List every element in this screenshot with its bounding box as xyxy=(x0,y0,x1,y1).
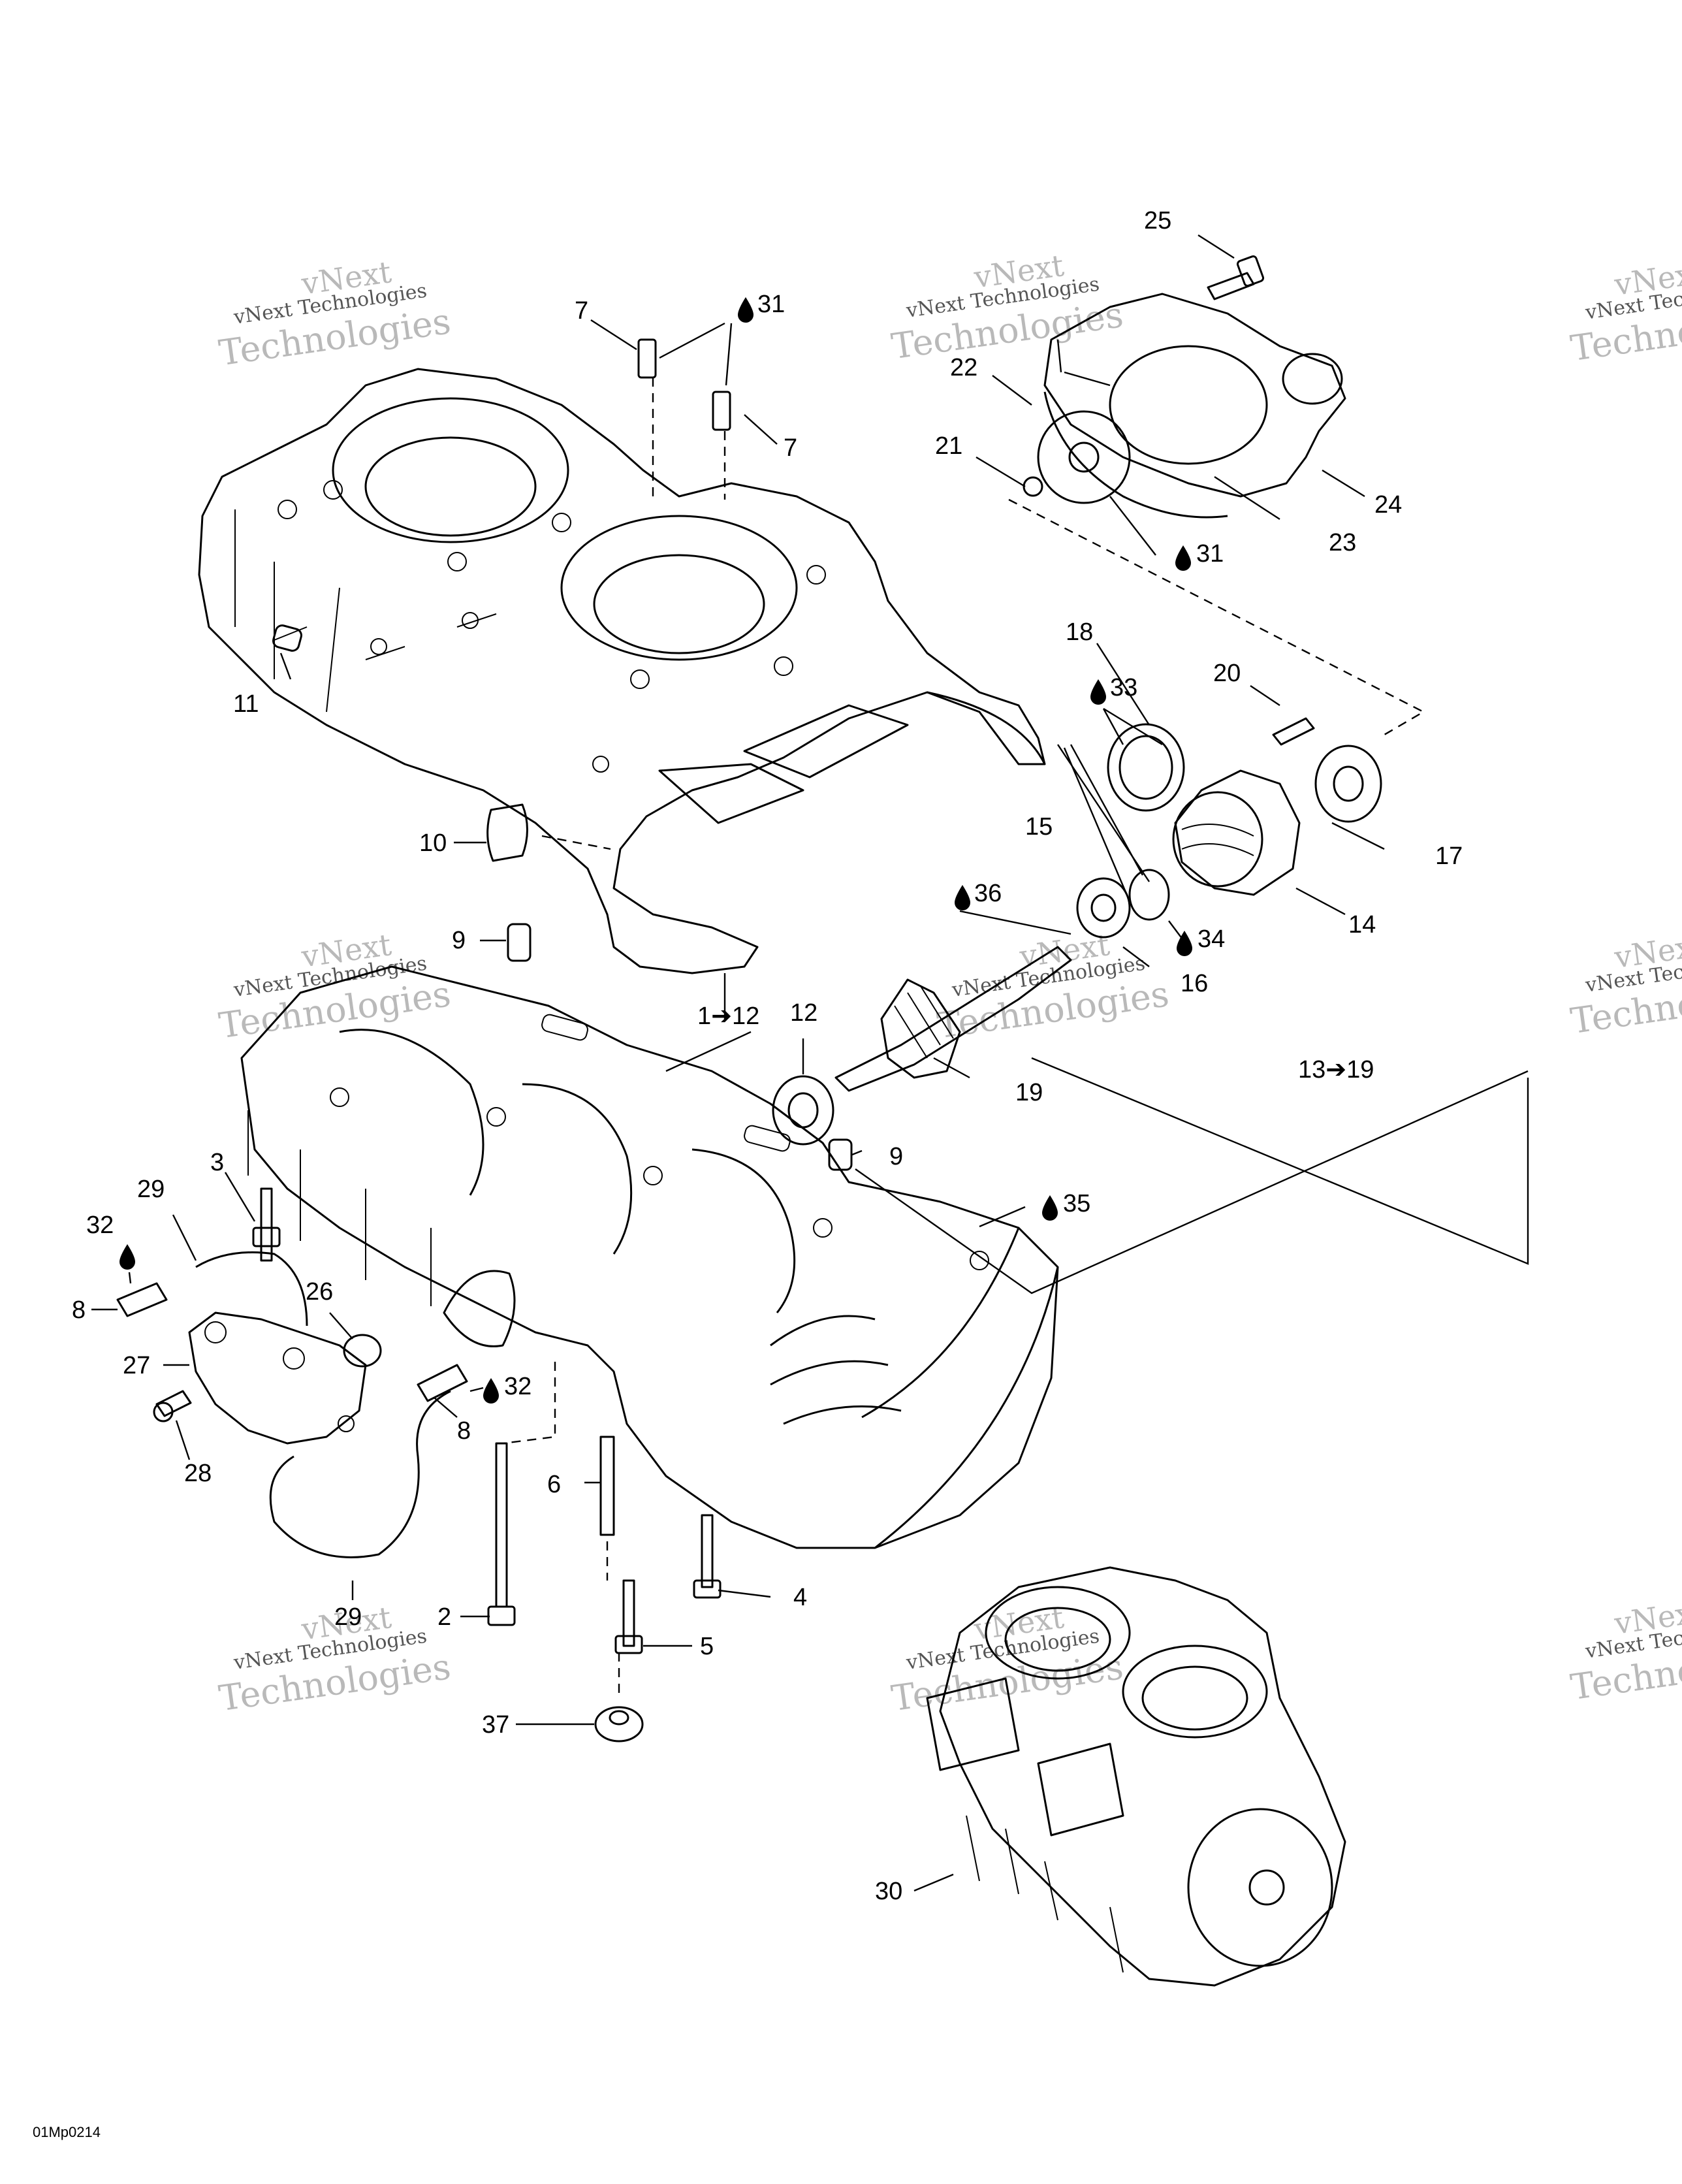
callout-12: 12 xyxy=(790,999,817,1027)
watermark: vNext vNext Technologies Technologies xyxy=(1568,1594,1682,1708)
watermarks: vNext vNext Technologies Technologies vN… xyxy=(216,248,1682,1719)
callout-24: 24 xyxy=(1374,491,1402,519)
watermark: vNext vNext Technologies Technologies xyxy=(216,254,453,374)
callout-8-left: 8 xyxy=(72,1296,86,1324)
callout-10: 10 xyxy=(419,829,447,857)
callout-8-right: 8 xyxy=(457,1417,471,1445)
part-9-dowel-lower xyxy=(828,1138,853,1171)
part-11-plug xyxy=(272,624,302,652)
callout-15: 15 xyxy=(1025,813,1053,841)
callout-31-pump: 31 xyxy=(1175,540,1224,571)
callout-20: 20 xyxy=(1213,660,1241,687)
svg-text:35: 35 xyxy=(1063,1190,1090,1217)
callout-34: 34 xyxy=(1177,925,1225,956)
callout-37: 37 xyxy=(482,1711,509,1739)
callout-18: 18 xyxy=(1066,618,1093,646)
engine-assembly xyxy=(926,1566,1346,1987)
oil-drop-icon xyxy=(119,1244,135,1270)
watermark: vNext vNext Technologies Technologies xyxy=(934,927,1171,1046)
callout-23: 23 xyxy=(1329,529,1356,556)
part-10-gasket xyxy=(486,803,528,862)
callout-29-lower: 29 xyxy=(334,1603,362,1631)
callout-4: 4 xyxy=(793,1584,807,1611)
lower-crankcase xyxy=(240,965,1059,1549)
oil-pump-assembly xyxy=(116,1251,468,1558)
callout-11: 11 xyxy=(233,690,259,718)
callout-33: 33 xyxy=(1090,674,1137,705)
part-9-dowel-upper xyxy=(507,923,532,962)
svg-text:31: 31 xyxy=(757,291,785,318)
svg-text:32: 32 xyxy=(504,1373,532,1400)
watermark: vNext vNext Technologies Technologies xyxy=(889,1599,1126,1719)
callout-14: 14 xyxy=(1348,911,1376,939)
callout-32-right: 32 xyxy=(483,1373,532,1404)
callout-7-top-left: 7 xyxy=(575,297,588,325)
svg-text:36: 36 xyxy=(974,880,1002,907)
callout-16: 16 xyxy=(1181,970,1208,997)
callout-19: 19 xyxy=(1015,1079,1043,1106)
watermark: vNext vNext Technologies Technologies xyxy=(1568,255,1682,369)
callout-9-upper: 9 xyxy=(452,927,466,954)
watermark: vNext vNext Technologies Technologies xyxy=(1568,927,1682,1042)
callout-13-to-19: 13➔19 xyxy=(1298,1056,1374,1084)
callout-5: 5 xyxy=(700,1633,714,1660)
callout-32-left: 32 xyxy=(86,1212,114,1239)
callout-2: 2 xyxy=(437,1603,451,1631)
callout-1-to-12: 1➔12 xyxy=(697,1003,759,1030)
bolts xyxy=(252,338,731,1742)
leader-lines xyxy=(91,234,1529,1892)
oil-drop-icon xyxy=(483,1378,499,1404)
callout-6: 6 xyxy=(547,1471,561,1498)
callout-28: 28 xyxy=(184,1460,212,1487)
callout-35: 35 xyxy=(1042,1190,1090,1221)
oil-drop-icon xyxy=(1042,1195,1058,1221)
callout-21: 21 xyxy=(935,432,962,460)
callout-22: 22 xyxy=(950,354,977,381)
callout-36: 36 xyxy=(955,880,1002,910)
watermark: vNext vNext Technologies Technologies xyxy=(889,248,1126,367)
oil-drop-icon xyxy=(955,885,970,910)
callout-17: 17 xyxy=(1435,843,1463,870)
callout-29-upper: 29 xyxy=(137,1176,165,1203)
callout-3: 3 xyxy=(210,1149,224,1176)
oil-drop-icon xyxy=(738,297,754,323)
diagram-code: 01Mp0214 xyxy=(33,2124,101,2140)
svg-text:34: 34 xyxy=(1198,925,1225,953)
oil-drop-icon xyxy=(1175,545,1191,571)
callout-9-lower: 9 xyxy=(889,1143,903,1170)
callout-7-top-right: 7 xyxy=(784,434,797,462)
pump-shaft-assembly xyxy=(772,717,1382,1146)
svg-text:33: 33 xyxy=(1110,674,1137,701)
oil-drop-icon xyxy=(1177,931,1192,956)
upper-crankcase xyxy=(198,368,1046,974)
callout-27: 27 xyxy=(123,1352,150,1379)
watermark: vNext vNext Technologies Technologies xyxy=(216,1599,453,1719)
callout-30: 30 xyxy=(875,1878,902,1905)
callout-26: 26 xyxy=(306,1278,333,1306)
water-pump-housing xyxy=(1023,255,1346,519)
callout-31-top: 31 xyxy=(738,291,785,323)
oil-drop-icon xyxy=(1090,679,1106,705)
callout-labels: 25 7 31 7 22 21 24 23 31 18 20 33 11 17 … xyxy=(72,207,1463,1905)
svg-text:31: 31 xyxy=(1196,540,1224,568)
callout-25: 25 xyxy=(1144,207,1171,234)
